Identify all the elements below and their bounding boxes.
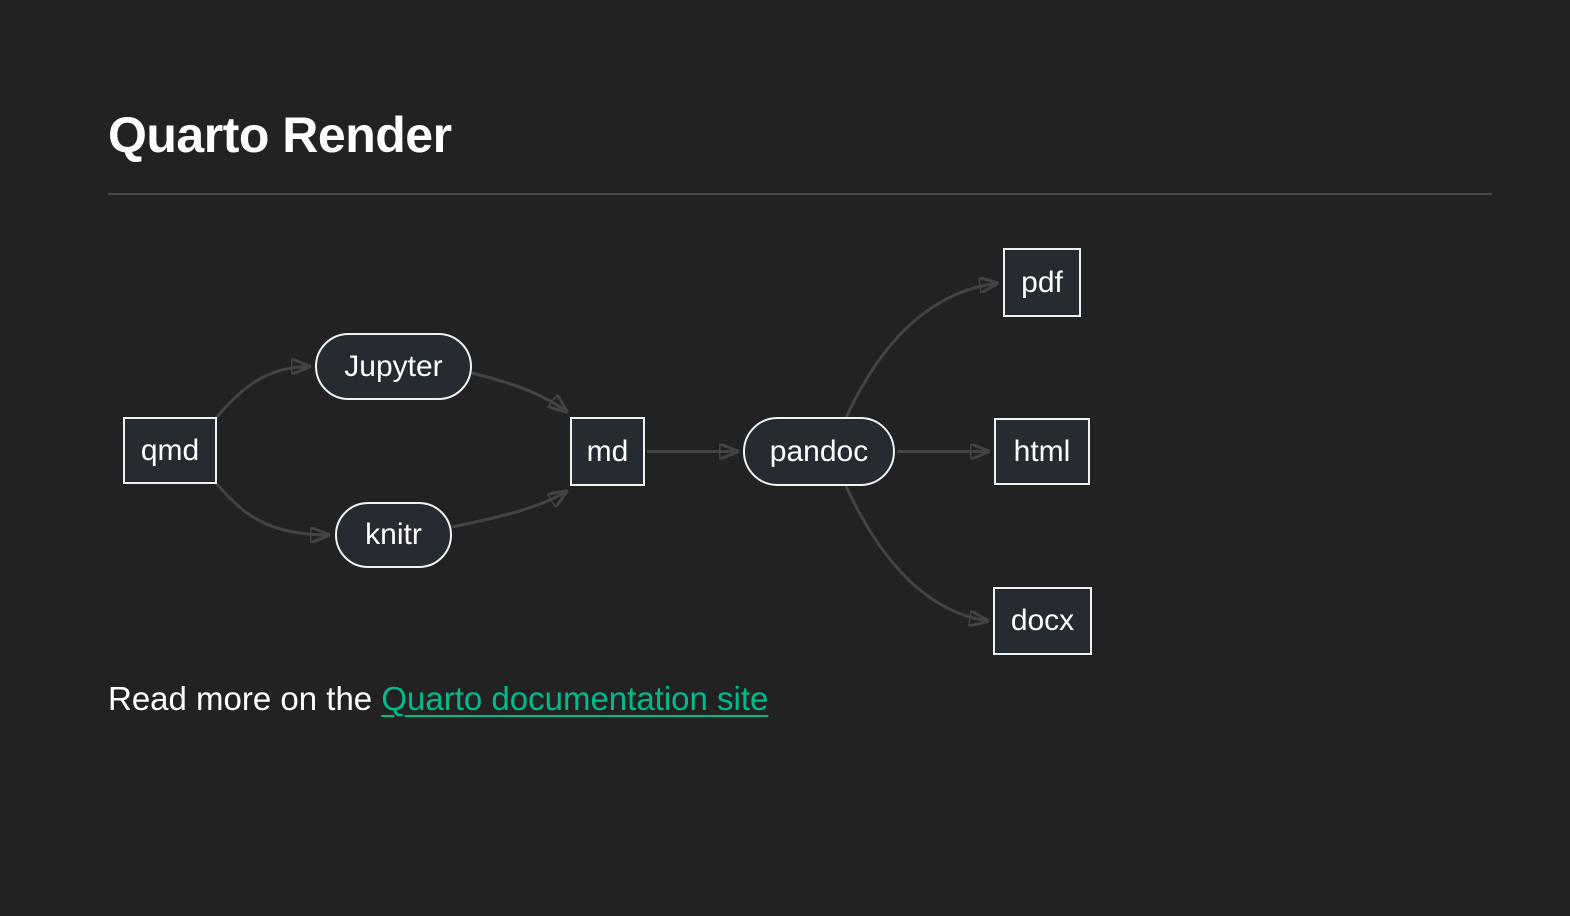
quarto-render-flowchart: qmd Jupyter knitr md pandoc pdf html doc…: [0, 230, 1570, 670]
edge-knitr-md: [451, 491, 567, 529]
node-html-label: html: [1013, 434, 1071, 468]
node-qmd-label: qmd: [140, 433, 200, 467]
node-pandoc: pandoc: [743, 417, 895, 486]
node-qmd: qmd: [123, 417, 217, 484]
flowchart-edges: [214, 230, 1570, 670]
edge-qmd-jupyter: [214, 367, 310, 419]
node-pdf-label: pdf: [1021, 265, 1063, 299]
node-html: html: [994, 418, 1090, 485]
read-more-prefix: Read more on the: [108, 680, 382, 717]
node-docx-label: docx: [1010, 604, 1075, 637]
node-pdf: pdf: [1003, 248, 1081, 317]
node-md: md: [570, 417, 645, 486]
edge-pandoc-pdf: [844, 283, 998, 419]
node-knitr: knitr: [335, 502, 452, 568]
read-more-paragraph: Read more on the Quarto documentation si…: [108, 678, 768, 721]
edge-qmd-knitr: [214, 482, 329, 535]
node-md-label: md: [586, 434, 629, 468]
edge-jupyter-md: [470, 371, 567, 412]
edge-pandoc-docx: [844, 485, 988, 621]
quarto-documentation-link[interactable]: Quarto documentation site: [381, 680, 769, 717]
node-jupyter: Jupyter: [315, 333, 472, 400]
node-jupyter-label: Jupyter: [344, 349, 443, 383]
node-pandoc-label: pandoc: [769, 434, 869, 468]
node-docx: docx: [993, 587, 1092, 655]
title-divider: [108, 193, 1492, 195]
node-knitr-label: knitr: [365, 518, 422, 551]
page-title: Quarto Render: [108, 107, 452, 163]
